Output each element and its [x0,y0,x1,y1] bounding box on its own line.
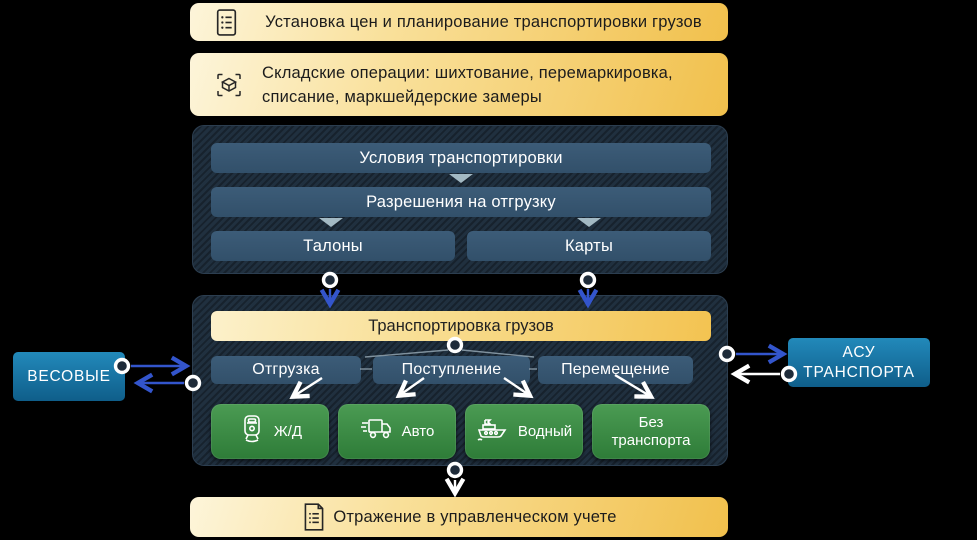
mode-water-button: Водный [465,404,583,459]
banner-warehouse-line1: Складские операции: шихтование, перемарк… [262,63,673,82]
banner-warehouse-label: Складские операции: шихтование, перемарк… [244,61,728,109]
down-triangle-icon [449,174,473,183]
box-weighing-label: ВЕСОВЫЕ [27,367,111,385]
mode-water-label: Водный [517,422,573,440]
package-scan-icon [214,70,244,100]
mode-no-transport-button: Без транспорта [592,404,710,459]
bar-transport-conditions: Условия транспортировки [211,143,711,173]
down-triangle-icon [577,218,601,227]
box-transport-acs: АСУ ТРАНСПОРТА [788,338,930,387]
mode-auto-label: Авто [401,422,435,440]
bar-movement: Перемещение [538,356,693,384]
mode-rail-button: Ж/Д [211,404,329,459]
banner-management-accounting-label: Отражение в управленческом учете [333,507,617,526]
banner-pricing: Установка цен и планирование транспортир… [190,3,728,41]
bar-coupons: Талоны [211,231,455,261]
box-weighing: ВЕСОВЫЕ [13,352,125,401]
box-transport-acs-line1: АСУ [842,344,876,362]
ship-icon [476,415,510,448]
train-icon [238,413,266,450]
banner-pricing-label: Установка цен и планирование транспортир… [265,12,702,31]
bar-transport-conditions-label: Условия транспортировки [359,148,563,167]
bar-receipt: Поступление [373,356,530,384]
bar-cards-label: Карты [564,236,614,255]
bar-cargo-transport-label: Транспортировка грузов [368,316,554,335]
bar-shipment-label: Отгрузка [252,361,320,378]
bar-cargo-transport-header: Транспортировка грузов [211,311,711,341]
truck-icon [360,415,394,448]
bar-movement-label: Перемещение [561,361,670,378]
panel-cargo-transport: Транспортировка грузов Отгрузка Поступле… [192,295,728,466]
checklist-icon [214,8,239,37]
document-icon [301,502,327,532]
connector-dot [321,271,339,289]
bar-shipment: Отгрузка [211,356,361,384]
box-transport-acs-line2: ТРАНСПОРТА [803,363,915,381]
banner-warehouse-line2: списание, маркшейдерские замеры [262,87,542,106]
bar-coupons-label: Талоны [303,236,363,255]
mode-auto-button: Авто [338,404,456,459]
banner-management-accounting: Отражение в управленческом учете [190,497,728,537]
connector-dot [579,271,597,289]
banner-warehouse: Складские операции: шихтование, перемарк… [190,53,728,116]
panel-shipping-permissions: Условия транспортировки Разрешения на от… [192,125,728,274]
bar-shipping-permissions-label: Разрешения на отгрузку [366,192,556,211]
bar-shipping-permissions: Разрешения на отгрузку [211,187,711,217]
mode-rail-label: Ж/Д [273,422,303,440]
down-triangle-icon [319,218,343,227]
bar-cards: Карты [467,231,711,261]
bar-receipt-label: Поступление [401,361,502,378]
mode-no-transport-label: Без транспорта [611,413,691,449]
